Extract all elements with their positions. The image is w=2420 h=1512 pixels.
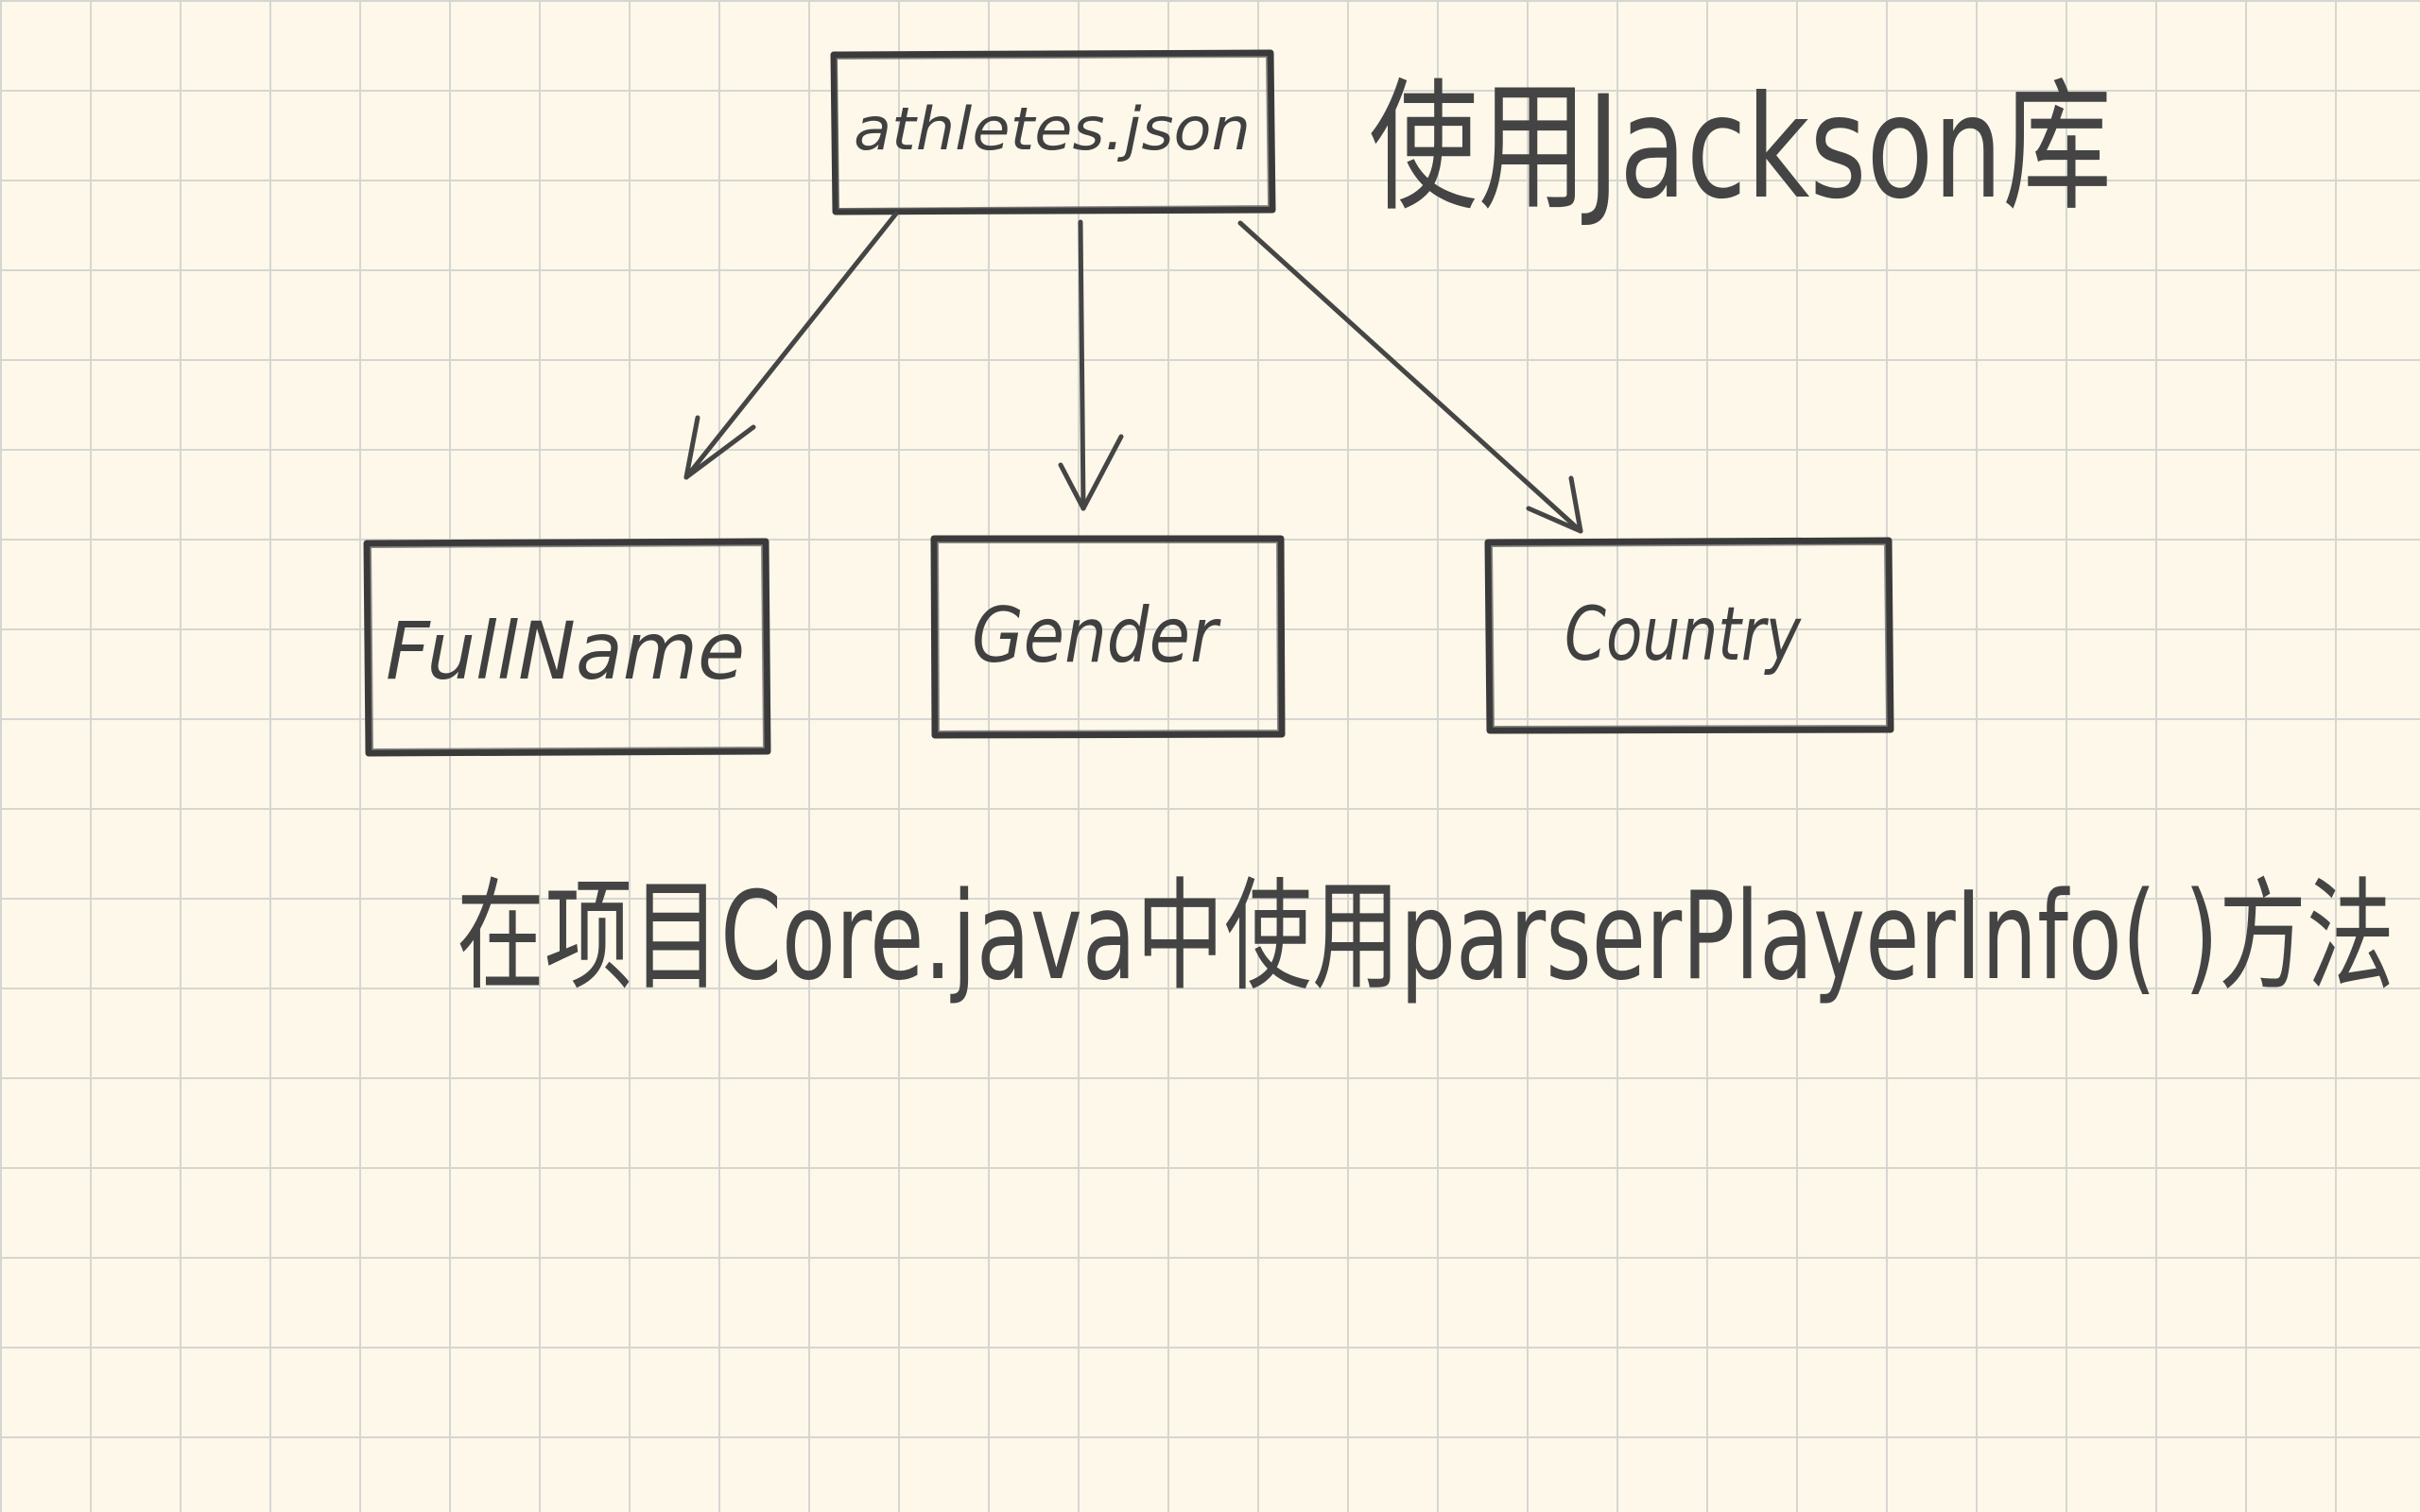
child-node-fullname-label: FullName — [386, 605, 745, 697]
library-note: 使用Jackson库 — [1369, 66, 2112, 231]
arrow-to-gender — [1058, 219, 1124, 511]
child-node-country-label: Country — [1564, 593, 1802, 678]
arrow-to-country — [1237, 220, 1583, 534]
method-note: 在项目Core.java中使用parserPlayerInfo( )方法 — [457, 867, 2394, 1007]
arrows — [683, 211, 1583, 534]
arrow-to-fullname — [683, 211, 899, 480]
child-node-fullname: FullName — [363, 538, 771, 757]
child-node-gender: Gender — [930, 535, 1286, 739]
root-node: athletes.json — [830, 49, 1276, 215]
child-node-country: Country — [1484, 537, 1894, 734]
child-node-gender-label: Gender — [972, 592, 1221, 679]
root-node-label: athletes.json — [854, 94, 1251, 163]
